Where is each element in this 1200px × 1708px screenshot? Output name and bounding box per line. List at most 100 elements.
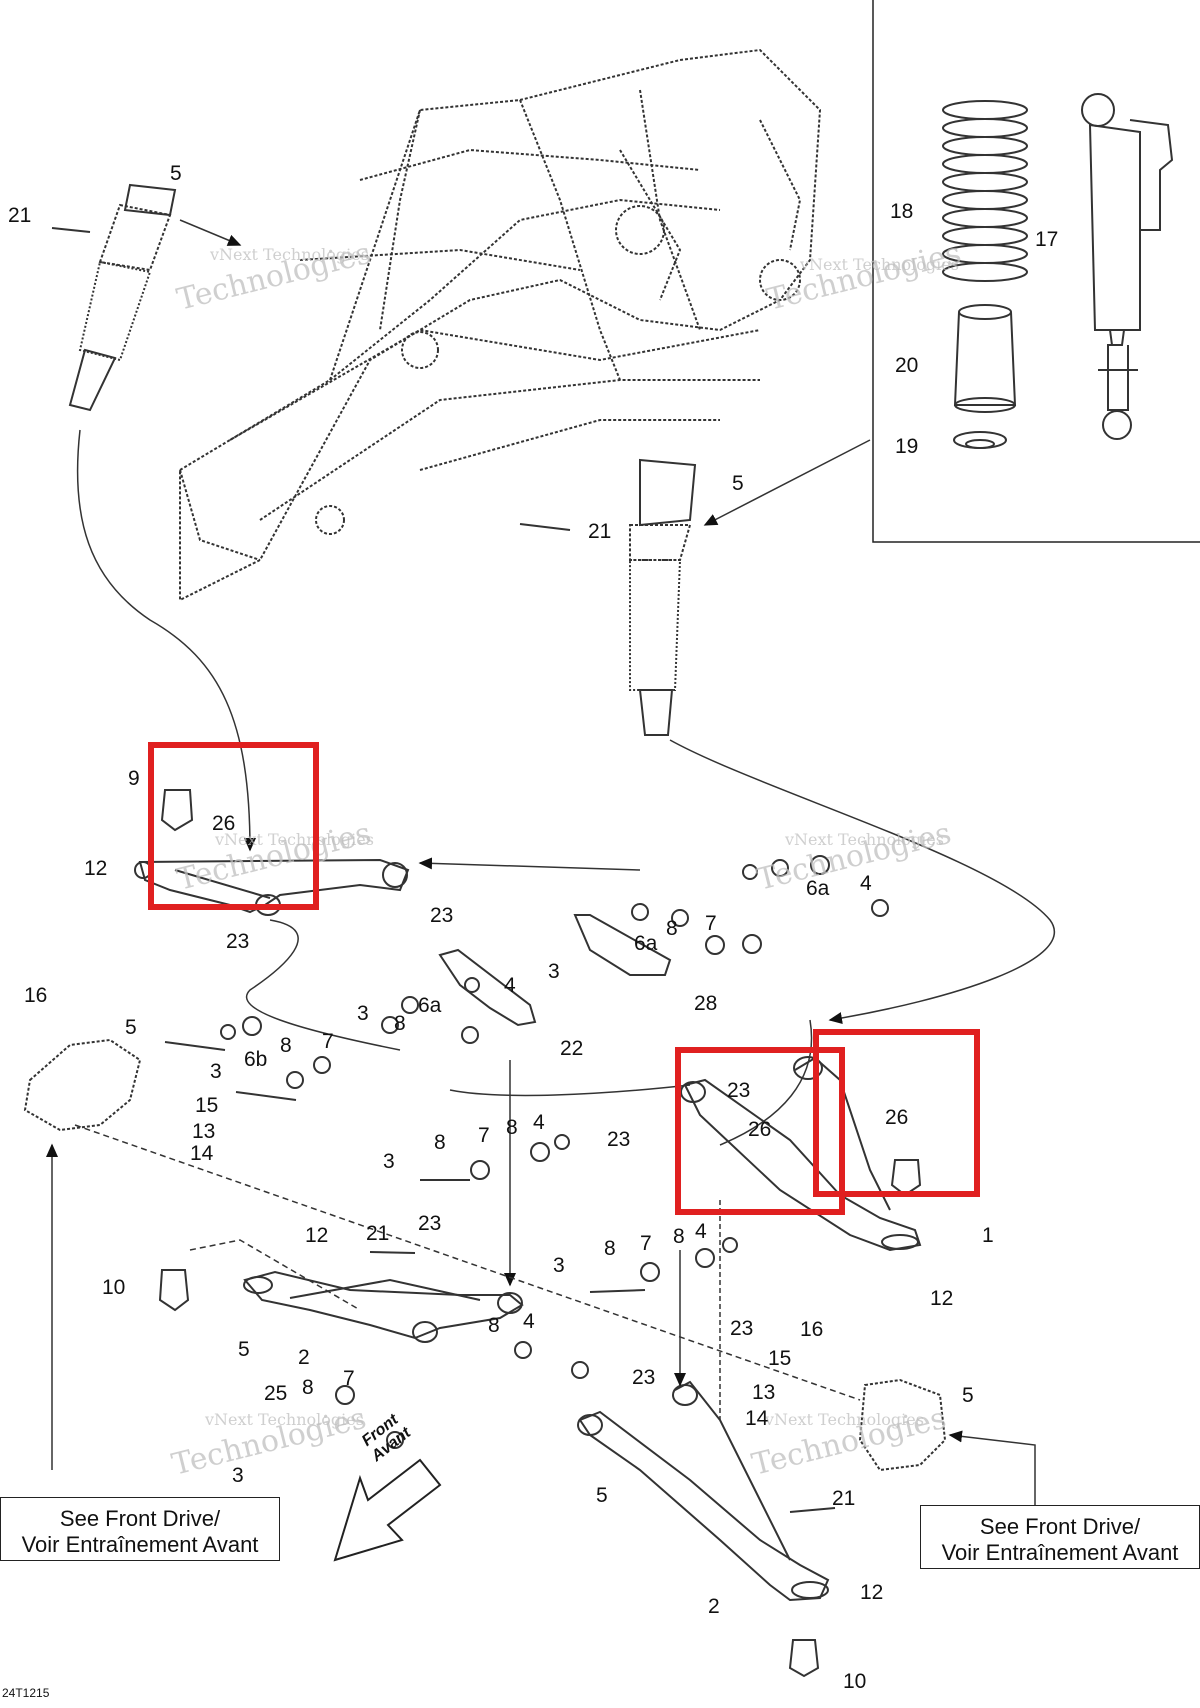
callout: 13	[752, 1381, 775, 1404]
svg-text:vNext Technologies: vNext Technologies	[799, 255, 959, 274]
callout: 17	[1035, 228, 1058, 251]
watermarks: vNext Technologies Technologies vNext Te…	[168, 236, 964, 1483]
callout: 22	[560, 1037, 583, 1060]
callout: 7	[478, 1124, 490, 1147]
svg-text:vNext Technologies: vNext Technologies	[209, 245, 369, 264]
callout: 3	[357, 1002, 369, 1025]
callout: 8	[506, 1116, 518, 1139]
callout: 5	[596, 1484, 608, 1507]
callout: 21	[366, 1222, 389, 1245]
arm-2-left	[158, 1269, 524, 1343]
callout: 6a	[806, 877, 830, 900]
svg-text:vNext Technologies: vNext Technologies	[214, 830, 374, 849]
highlight-box-right-arm	[675, 1047, 845, 1215]
callout: 7	[343, 1367, 355, 1390]
seat-19	[953, 431, 1007, 449]
leader-lines	[46, 219, 1056, 1505]
callout: 15	[768, 1347, 791, 1370]
callout: 26	[885, 1106, 908, 1129]
callout: 25	[264, 1382, 287, 1405]
callout: 28	[694, 992, 717, 1015]
callout: 26	[212, 812, 235, 835]
callout: 6b	[244, 1048, 267, 1071]
highlight-box-upper-left	[148, 742, 319, 910]
callout: 5	[732, 472, 744, 495]
callout: 4	[504, 974, 516, 997]
spring-18	[942, 100, 1028, 282]
vehicle-frame	[179, 48, 822, 602]
callout: 3	[232, 1464, 244, 1487]
callout: 2	[708, 1595, 720, 1618]
callout: 9	[128, 767, 140, 790]
callout: 26	[748, 1118, 771, 1141]
ref-left-line1: See Front Drive/	[59, 1506, 221, 1531]
callout: 8	[604, 1237, 616, 1260]
highlight-box-ball-joint	[813, 1029, 980, 1197]
svg-text:vNext Technologies: vNext Technologies	[784, 830, 944, 849]
callout: 8	[302, 1376, 314, 1399]
callout: 4	[860, 872, 872, 895]
callout: 21	[588, 520, 611, 543]
sleeve-20	[953, 304, 1017, 413]
highlight-boxes	[148, 742, 980, 1215]
callout: 3	[210, 1060, 222, 1083]
arm-1-right	[680, 1056, 922, 1252]
callout: 12	[860, 1581, 883, 1604]
callout: 14	[190, 1142, 214, 1165]
callout: 5	[170, 162, 182, 185]
callout: 6a	[418, 994, 442, 1017]
callout: 15	[195, 1094, 218, 1117]
see-front-drive-box-right: See Front Drive/ Voir Entraînement Avant	[920, 1505, 1200, 1569]
callout: 7	[322, 1030, 334, 1053]
shock-17	[1081, 93, 1174, 440]
hardware-bolts-washers	[51, 227, 889, 1513]
callout: 8	[488, 1314, 500, 1337]
callout: 3	[553, 1254, 565, 1277]
callout: 2	[298, 1346, 310, 1369]
callout: 21	[832, 1487, 855, 1510]
callout: 3	[383, 1150, 395, 1173]
callout: 23	[607, 1128, 630, 1151]
callout: 5	[238, 1338, 250, 1361]
callout: 4	[523, 1310, 535, 1333]
callout: 23	[430, 904, 453, 927]
callout: 10	[102, 1276, 125, 1299]
shock-detail-inset	[872, 0, 1200, 543]
callout: 8	[394, 1012, 406, 1035]
callout-labels: 21 5 18 17 20 19 5 21 9 26 12 23 23 6a 4…	[8, 162, 1058, 1693]
callout: 6a	[634, 932, 658, 955]
callout: 7	[640, 1232, 652, 1255]
callout: 23	[418, 1212, 441, 1235]
callout: 19	[895, 435, 918, 458]
callout: 12	[84, 857, 107, 880]
callout: 1	[982, 1224, 994, 1247]
callout: 21	[8, 204, 31, 227]
svg-text:Technologies: Technologies	[173, 816, 374, 898]
svg-text:Technologies: Technologies	[763, 236, 964, 318]
callout: 4	[533, 1111, 545, 1134]
see-front-drive-box-left: See Front Drive/ Voir Entraînement Avant	[0, 1497, 280, 1561]
callout: 20	[895, 354, 918, 377]
callout: 23	[730, 1317, 753, 1340]
callout: 23	[632, 1366, 655, 1389]
callout: 8	[666, 917, 678, 940]
callout: 10	[843, 1670, 866, 1693]
ref-right-line1: See Front Drive/	[979, 1514, 1141, 1539]
callout: 4	[695, 1220, 707, 1243]
svg-text:vNext Technologies: vNext Technologies	[204, 1410, 364, 1429]
callout: 23	[727, 1079, 750, 1102]
callout: 5	[125, 1016, 137, 1039]
figure-code: 24T1215	[2, 1686, 50, 1700]
callout: 8	[673, 1225, 685, 1248]
stabilizer-links	[23, 914, 947, 1472]
front-direction-arrow	[333, 1458, 442, 1562]
callout: 7	[705, 912, 717, 935]
callout: 12	[930, 1287, 953, 1310]
ref-right-line2: Voir Entraînement Avant	[941, 1540, 1179, 1565]
left-shock-absorber	[68, 183, 177, 412]
ref-left-line2: Voir Entraînement Avant	[21, 1532, 259, 1557]
right-shock-absorber	[629, 458, 697, 736]
inset-parts	[942, 93, 1174, 449]
callout: 13	[192, 1120, 215, 1143]
